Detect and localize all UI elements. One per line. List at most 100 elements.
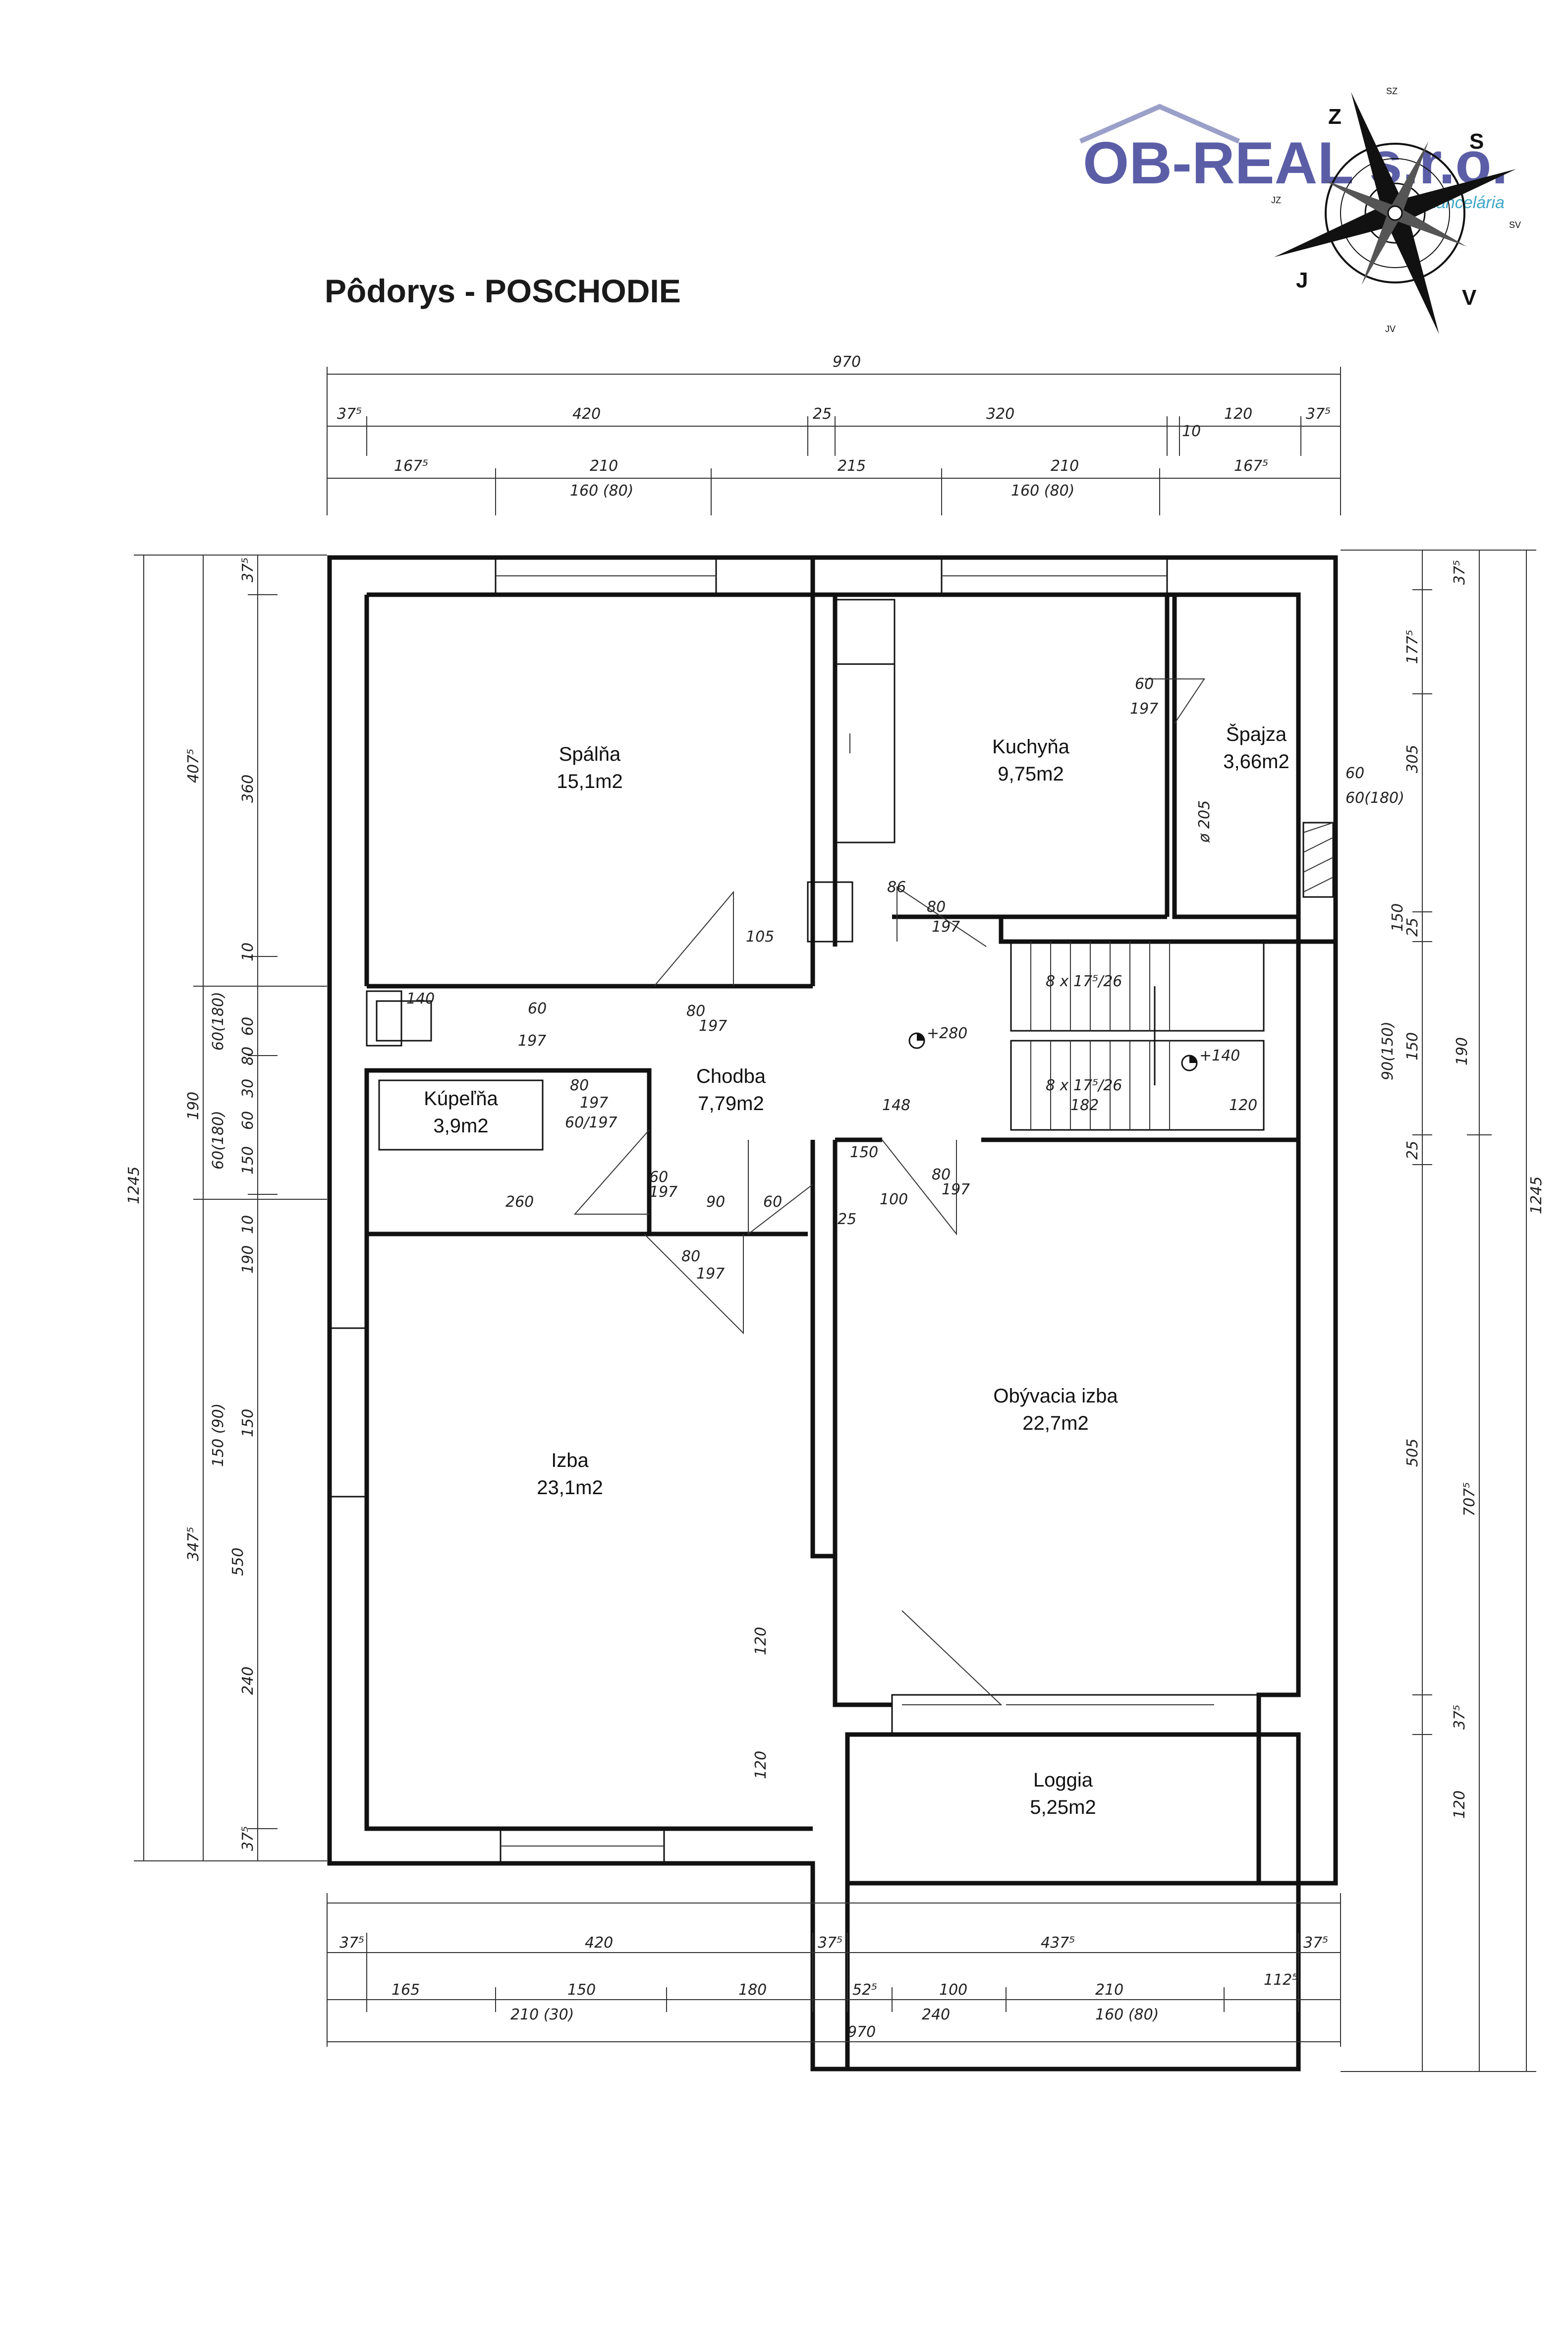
dim-int-24: 90 (706, 1193, 725, 1211)
dim-int-19: 80 (932, 1166, 951, 1183)
dim-int-20: 197 (942, 1181, 970, 1198)
dim-bottom-r2-3: 52⁵ (852, 1981, 877, 1999)
compass-label-sz: SZ (1386, 86, 1398, 96)
room-name: Izba (551, 1450, 589, 1471)
dim-top-r2-4: 167⁵ (1234, 457, 1268, 475)
dim-int-4: 197 (699, 1017, 727, 1035)
dim-right-in-7: 37⁵ (1451, 1705, 1468, 1730)
dim-int-0: 140 (406, 990, 435, 1008)
dim-top-r2-sub-1: 160 (80) (1011, 482, 1074, 500)
interior-dimensions: 140 60 197 80 197 105 86 80 197 60 197 8… (406, 675, 1257, 1779)
dim-int-9: 60 (1135, 675, 1154, 693)
dim-bottom-r1-3: 437⁵ (1041, 1934, 1075, 1952)
compass-label-j: J (1296, 268, 1308, 292)
right-dimensions: 1245 707⁵ 37⁵ 177⁵ 305 25 150 25 505 37⁵… (1341, 550, 1545, 2072)
dim-int-5: 105 (746, 928, 774, 946)
dim-right-sub-4: 190 (1454, 1037, 1471, 1065)
dim-int-33: 197 (580, 1094, 608, 1112)
dim-bottom-r2-5: 210 (1095, 1981, 1123, 1999)
level-marker-icon (908, 1032, 1198, 1071)
dim-bottom-r1-2: 37⁵ (818, 1934, 842, 1952)
dim-int-25: 60 (763, 1193, 782, 1211)
dim-int-27: 197 (696, 1265, 725, 1283)
dim-int-30: 120 (752, 1627, 770, 1655)
dim-left-in-9: 190 (239, 1245, 257, 1274)
dim-int-14: +140 (1199, 1047, 1240, 1064)
dim-int-15: 148 (882, 1097, 910, 1114)
dim-left-in-0: 37⁵ (239, 558, 257, 582)
dim-bottom-r2-sub-1: 240 (922, 2006, 950, 2023)
dim-right-sub-1: 60(180) (1345, 789, 1404, 807)
dim-bottom-r2-0: 165 (392, 1981, 420, 1999)
dim-left-total: 1245 (125, 1167, 143, 1204)
room-chodba: Chodba 7,79m2 (696, 1065, 766, 1115)
room-loggia: Loggia 5,25m2 (1030, 1769, 1096, 1818)
left-dimensions: 1245 407⁵ 190 347⁵ 37⁵ 360 10 60 80 30 6… (125, 555, 327, 1861)
dim-top-r1-0: 37⁵ (337, 405, 362, 423)
dim-top-r2-1: 210 (590, 457, 618, 475)
room-obyvacia-izba: Obývacia izba 22,7m2 (993, 1385, 1118, 1434)
dim-top-r2-3: 210 (1051, 457, 1079, 475)
room-area: 3,9m2 (433, 1115, 488, 1137)
dim-right-in-8: 120 (1451, 1791, 1468, 1819)
compass-rose-icon: Z S V J SZ SV JV JZ (1271, 86, 1521, 335)
dim-bottom-r1-4: 37⁵ (1303, 1934, 1328, 1952)
dim-right-in-2: 305 (1404, 745, 1421, 773)
dim-int-29: 197 (649, 1183, 677, 1201)
dim-left-in-4: 80 (239, 1047, 257, 1065)
dim-int-28: 60 (649, 1169, 668, 1186)
dim-int-13: +280 (927, 1025, 967, 1042)
room-name: Obývacia izba (993, 1385, 1118, 1407)
dim-left-in-2: 10 (239, 943, 257, 961)
dim-top-r1-1: 420 (572, 405, 601, 423)
dim-int-12: 8 x 17⁵/26 (1046, 1077, 1122, 1094)
dim-int-23: 260 (505, 1193, 534, 1211)
dim-int-16: 182 (1070, 1097, 1099, 1114)
dim-right-in-1: 177⁵ (1404, 630, 1421, 664)
dim-int-22: 25 (838, 1211, 856, 1228)
dim-int-11: 8 x 17⁵/26 (1046, 973, 1122, 990)
room-name: Loggia (1033, 1769, 1093, 1791)
room-name: Špajza (1226, 723, 1287, 745)
walls (327, 555, 1338, 2072)
compass-label-s: S (1469, 129, 1484, 154)
dim-bottom-total: 970 (847, 2023, 876, 2041)
dim-int-31: 120 (752, 1751, 770, 1779)
dim-int-21: 100 (880, 1191, 908, 1208)
room-area: 22,7m2 (1022, 1412, 1088, 1434)
room-area: 15,1m2 (557, 771, 622, 792)
dim-bottom-r2-1: 150 (567, 1981, 596, 1999)
room-name: Spálňa (559, 743, 621, 765)
dim-right-in-3: 25 (1404, 918, 1421, 937)
dim-int-26: 80 (681, 1248, 700, 1265)
dim-top-r2-sub-0: 160 (80) (570, 482, 633, 500)
dim-int-2: 197 (518, 1032, 546, 1050)
dim-top-r1-4: 120 (1224, 405, 1252, 423)
bottom-dimensions: 37⁵ 420 37⁵ 437⁵ 37⁵ 165 150 180 52⁵ 100… (327, 1893, 1341, 2047)
dim-left-outer-0: 407⁵ (185, 749, 202, 783)
dim-left-sub-2: 150 (90) (210, 1403, 227, 1467)
dim-left-in-8: 10 (239, 1215, 257, 1234)
room-spalna: Spálňa 15,1m2 (557, 743, 622, 792)
dim-right-sub-2: 150 (1389, 903, 1406, 932)
dim-top-r1-5: 37⁵ (1306, 405, 1331, 423)
compass-label-jv: JV (1385, 324, 1396, 334)
dim-left-in-11: 240 (239, 1667, 257, 1695)
compass-label-z: Z (1328, 105, 1342, 129)
dim-right-total: 1245 (1528, 1176, 1545, 1214)
dim-top-r2-0: 167⁵ (394, 457, 428, 475)
dim-right-outer-0: 707⁵ (1461, 1482, 1478, 1516)
dim-int-32: 80 (570, 1077, 589, 1094)
dim-int-1: 60 (528, 1000, 547, 1017)
door-swings (573, 678, 1205, 1705)
dim-top-total: 970 (833, 353, 861, 371)
dim-left-in-1: 360 (239, 775, 257, 803)
dim-int-7: 80 (927, 898, 946, 916)
dim-bottom-r2-4: 100 (939, 1981, 967, 1999)
dim-left-sub-1: 60(180) (210, 1111, 227, 1170)
room-name: Kuchyňa (992, 736, 1069, 758)
dim-int-3: 80 (686, 1003, 705, 1020)
room-area: 5,25m2 (1030, 1796, 1096, 1818)
dim-int-8: 197 (932, 918, 960, 936)
